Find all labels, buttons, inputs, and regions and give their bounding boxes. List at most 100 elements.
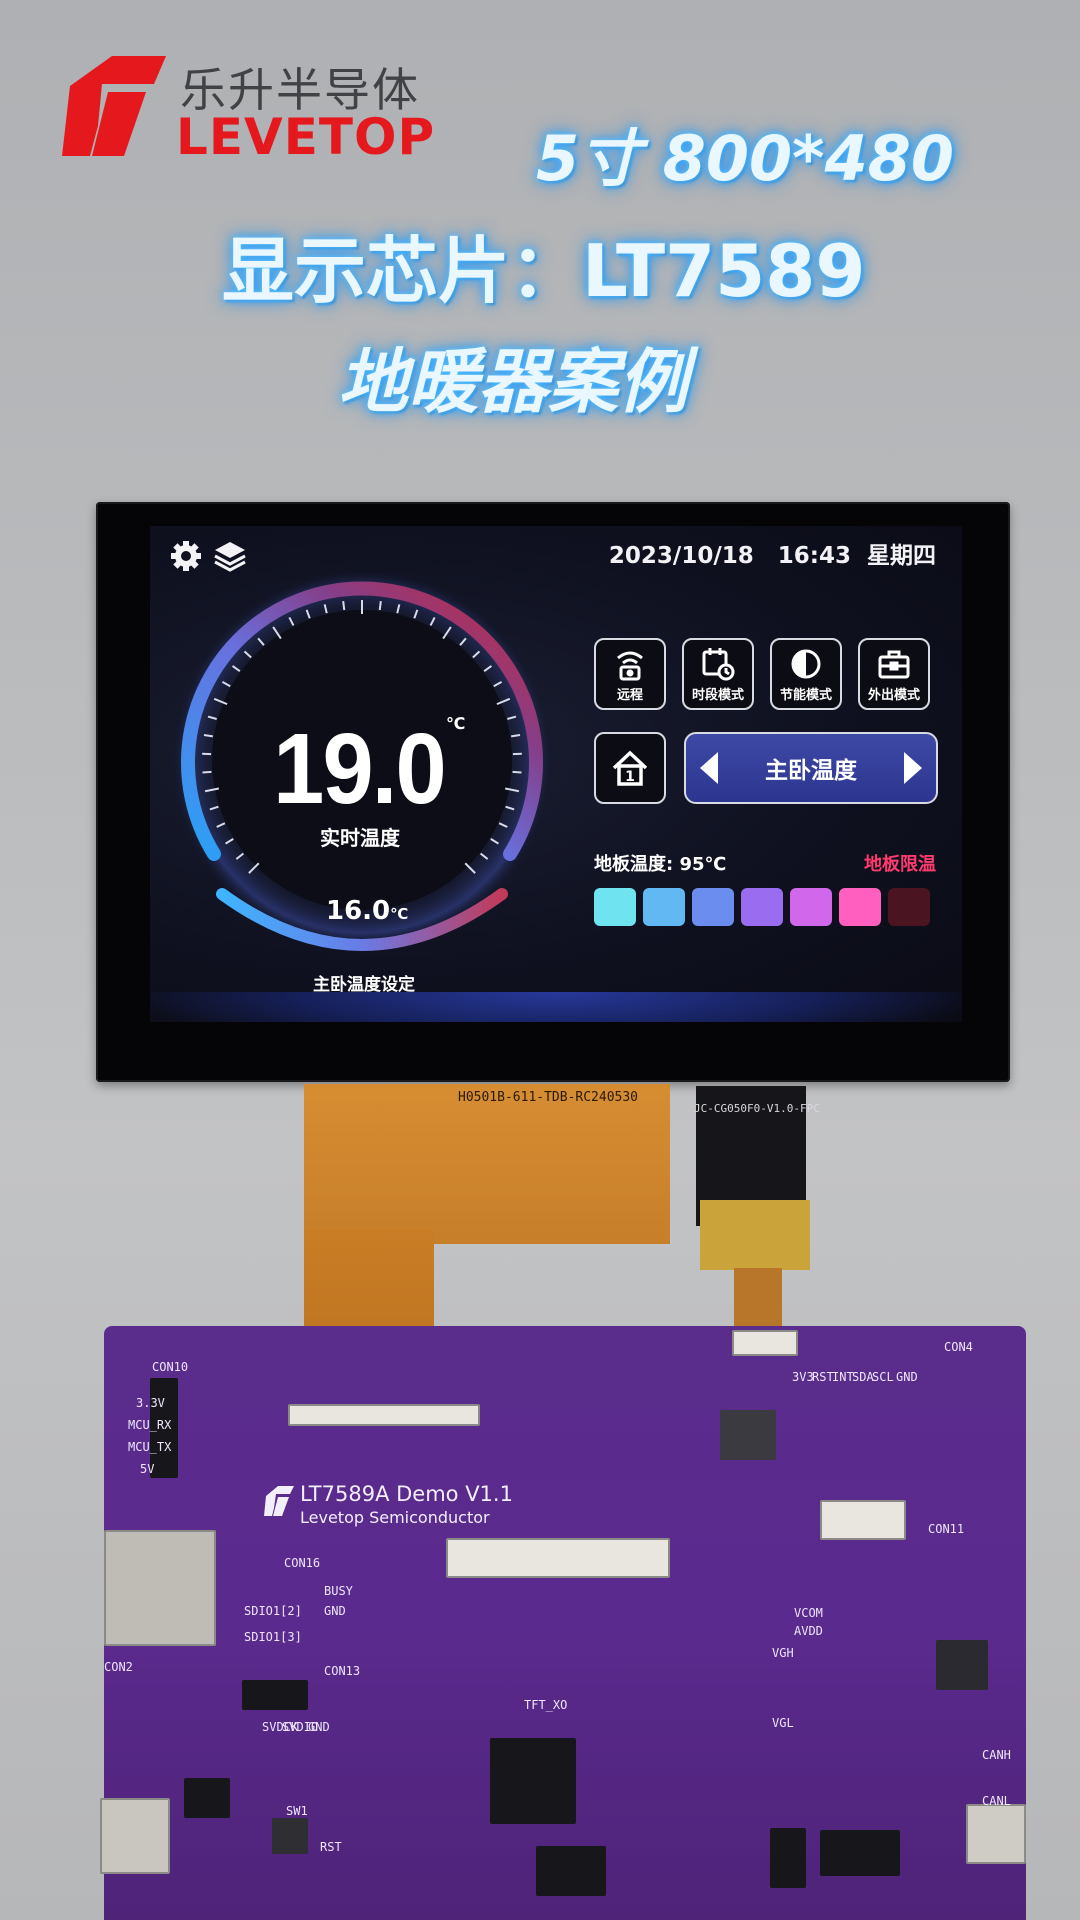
switch-sw1[interactable] xyxy=(272,1818,308,1854)
current-temperature-unit: ℃ xyxy=(446,714,466,733)
dial-tick xyxy=(442,626,452,640)
set-temperature-label: 主卧温度设定 xyxy=(313,975,415,995)
pcb-label: 5V xyxy=(140,1462,155,1476)
pcb-label: CON2 xyxy=(104,1660,133,1674)
header-pins-con6 xyxy=(770,1828,806,1888)
floor-level-segment[interactable] xyxy=(790,888,832,926)
dial-tick xyxy=(202,770,212,774)
floor-level-segment[interactable] xyxy=(594,888,636,926)
dial-tick xyxy=(243,650,252,659)
dial-tick xyxy=(512,770,522,774)
dial-tick xyxy=(413,609,419,619)
dial-tick xyxy=(498,822,508,828)
can-transceiver-chip xyxy=(820,1830,900,1876)
usb-c-connector xyxy=(966,1804,1026,1864)
dial-tick xyxy=(504,787,520,793)
dial-tick xyxy=(459,637,467,646)
pcb-label: CON13 xyxy=(324,1664,361,1678)
regulator-chip xyxy=(184,1778,230,1818)
pcb-label: RST xyxy=(320,1840,342,1854)
gear-icon[interactable] xyxy=(168,538,204,574)
mode-label-away: 外出模式 xyxy=(867,688,920,703)
pcb-label: CON11 xyxy=(928,1522,965,1536)
pcb-label: GND xyxy=(308,1720,330,1734)
room-next-arrow-icon[interactable] xyxy=(904,752,922,784)
fpc2-code: JC-CG050F0-V1.0-FPC xyxy=(694,1102,820,1115)
mode-label-schedule: 时段模式 xyxy=(691,688,744,703)
dial-tick xyxy=(216,822,226,828)
pcb-label: VGH xyxy=(772,1646,794,1660)
mode-button-schedule[interactable]: 时段模式 xyxy=(682,638,754,710)
datetime-display: 2023/10/18 16:43 星期四 xyxy=(608,543,936,569)
dial-tick xyxy=(472,650,481,659)
pcb-label: CON16 xyxy=(284,1556,321,1570)
dial-tick xyxy=(323,604,328,614)
usb-connector xyxy=(100,1798,170,1874)
mode-label-eco: 节能模式 xyxy=(779,688,832,703)
away-icon xyxy=(878,650,910,679)
pcb-label: SCL xyxy=(872,1370,894,1384)
dial-tick xyxy=(464,862,476,874)
pcb-label: VCOM xyxy=(794,1606,823,1620)
dial-tick xyxy=(479,852,489,860)
schedule-icon xyxy=(702,648,735,681)
pcb-label: INT xyxy=(832,1370,854,1384)
thermostat-screen: 2023/10/18 16:43 星期四 19.0 ℃ 实时温度 16.0℃ 主… xyxy=(150,526,962,1022)
dial-tick xyxy=(213,697,228,706)
pcb-label: VGL xyxy=(772,1716,794,1730)
room-name: 主卧温度 xyxy=(765,758,857,784)
pcb-label: CANH xyxy=(982,1748,1011,1762)
fpc-ribbon-main xyxy=(304,1084,670,1244)
dial-tick xyxy=(493,680,503,688)
dial-tick xyxy=(342,600,346,611)
mode-button-eco[interactable]: 节能模式 xyxy=(770,638,842,710)
layers-icon[interactable] xyxy=(212,538,248,574)
chip-title: 显示芯片：LT7589 xyxy=(222,229,866,313)
lt7589-chip xyxy=(490,1738,576,1824)
inductor xyxy=(720,1410,776,1460)
mode-button-remote[interactable]: 远程 xyxy=(594,638,666,710)
current-temperature: 19.0 xyxy=(273,713,447,825)
dial-ticks xyxy=(202,600,522,874)
pcb-label: MCU_RX xyxy=(128,1418,172,1432)
bottom-glow xyxy=(150,992,962,1022)
brand-name-en: LEVETOP xyxy=(176,108,436,166)
dial-tick xyxy=(207,715,217,720)
floor-level-segment[interactable] xyxy=(839,888,881,926)
room-prev-arrow-icon[interactable] xyxy=(700,752,718,784)
brand-block: 乐升半导体 LEVETOP xyxy=(62,52,462,166)
pcb-subtitle: Levetop Semiconductor xyxy=(300,1508,490,1527)
remote-icon xyxy=(617,651,643,681)
home-button[interactable]: 1 xyxy=(594,732,666,804)
inductor-l16 xyxy=(936,1640,988,1690)
pcb-label: CON10 xyxy=(152,1360,189,1374)
dial-tick xyxy=(288,616,295,626)
pcb-label: SW1 xyxy=(286,1804,308,1818)
dial-tick xyxy=(429,616,436,626)
pcb-label: SDIO1[3] xyxy=(244,1630,302,1644)
temperature-dial xyxy=(170,568,554,952)
pcb-label: GND xyxy=(324,1604,346,1618)
floor-level-segment[interactable] xyxy=(888,888,930,926)
floor-temperature-label: 地板温度: 95℃ xyxy=(594,854,727,875)
mode-button-away[interactable]: 外出模式 xyxy=(858,638,930,710)
floor-level-segment[interactable] xyxy=(741,888,783,926)
fpc-code: H0501B-611-TDB-RC240530 xyxy=(458,1090,639,1105)
eco-icon xyxy=(791,649,821,679)
dial-tick xyxy=(510,733,521,738)
set-temperature[interactable]: 16.0℃ xyxy=(326,896,408,926)
dial-tick xyxy=(378,600,382,611)
room-selector[interactable]: 主卧温度 xyxy=(684,732,938,804)
floor-level-segment[interactable] xyxy=(692,888,734,926)
fpc-connector xyxy=(446,1538,670,1578)
floor-level-segment[interactable] xyxy=(643,888,685,926)
dial-tick xyxy=(272,626,282,640)
pcb-label: SDIO1[2] xyxy=(244,1604,302,1618)
pcb-label: MCU_TX xyxy=(128,1440,172,1454)
pcb-label: RST xyxy=(812,1370,834,1384)
touch-connector xyxy=(732,1330,798,1356)
dial-tick xyxy=(231,665,241,673)
dial-tick xyxy=(490,838,499,845)
mcu-chip xyxy=(536,1846,606,1896)
dial-tick xyxy=(203,733,214,738)
